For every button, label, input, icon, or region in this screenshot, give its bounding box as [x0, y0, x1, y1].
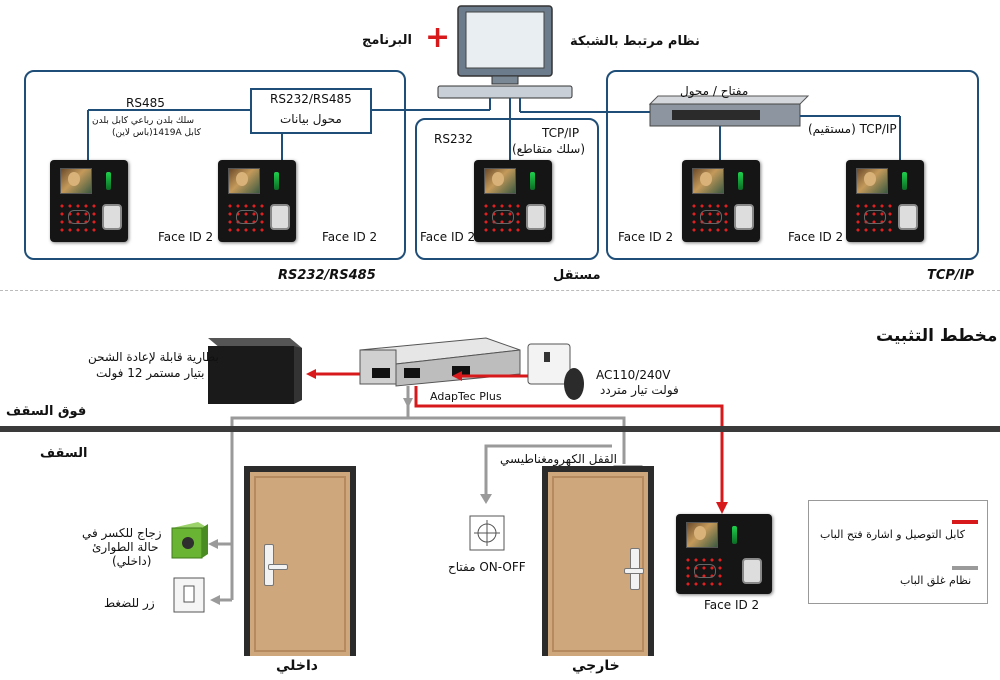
network-switch-icon — [648, 95, 810, 127]
inside-door — [244, 466, 356, 656]
panel-footer-tcpip: TCP/IP — [927, 268, 975, 283]
section-divider — [0, 290, 1000, 292]
device-label: Face ID 2 — [322, 230, 378, 244]
legend-gray-label: نظام غلق الباب — [900, 574, 972, 587]
switch-label: مفتاح / محول — [680, 84, 749, 98]
breakglass-line2: حالة الطوارئ — [92, 540, 159, 554]
panel-footer-rs: RS232/RS485 — [278, 268, 376, 283]
network-wiring — [87, 5, 901, 160]
cable-note-1: سلك بلدن رباعي كابل بلدن — [92, 116, 194, 126]
battery-icon — [208, 338, 302, 404]
power-line1: AC110/240V — [596, 368, 671, 382]
converter-line1: RS232/RS485 — [270, 92, 352, 106]
inside-label: داخلي — [276, 658, 318, 674]
tcpip-label: TCP/IP — [542, 126, 580, 140]
pushbutton-label: زر للضغط — [104, 596, 155, 610]
direct-label: TCP/IP (مستقيم) — [808, 122, 897, 136]
breakglass-line3: (داخلي) — [112, 554, 152, 568]
adaptec-box-icon — [359, 337, 521, 387]
push-button-icon — [173, 577, 205, 613]
network-system-label: نظام مرتبط بالشبكة — [570, 34, 700, 49]
outside-label: خارجي — [572, 658, 620, 674]
power-socket-icon — [527, 343, 584, 400]
ceiling-label: السقف — [40, 446, 88, 461]
install-title: مخطط التثبيت — [876, 326, 998, 346]
maglock-label: القفل الكهرومغناطيسي — [500, 452, 617, 466]
crossover-label: (سلك متقاطع) — [512, 142, 586, 156]
legend-box — [808, 500, 988, 604]
device-label: Face ID 2 — [788, 230, 844, 244]
converter-line2: محول بيانات — [280, 112, 342, 126]
battery-line1: بطارية قابلة لإعادة الشحن — [88, 350, 219, 364]
battery-line2: بتيار مستمر 12 فولت — [96, 366, 205, 380]
adaptec-label: AdapTec Plus — [430, 390, 502, 403]
rs485-label: RS485 — [126, 96, 165, 110]
face-id-device — [676, 514, 772, 594]
installation-wiring — [171, 337, 728, 613]
face-id-device — [682, 160, 760, 242]
face-id-device — [846, 160, 924, 242]
data-converter-box — [250, 88, 372, 134]
power-line2: فولت تيار متردد — [600, 383, 679, 397]
panel-tcpip — [606, 70, 979, 260]
panel-footer-standalone: مستقل — [553, 268, 601, 283]
plus-icon: + — [425, 20, 451, 55]
onoff-label: ON-OFF مفتاح — [448, 560, 526, 574]
above-ceiling-label: فوق السقف — [6, 404, 87, 419]
device-label: Face ID 2 — [618, 230, 674, 244]
legend-gray-swatch — [952, 566, 978, 570]
face-id-device — [474, 160, 552, 242]
device-label: Face ID 2 — [158, 230, 214, 244]
software-label: البرنامج — [362, 33, 412, 48]
legend-red-swatch — [952, 520, 978, 524]
face-id-device — [218, 160, 296, 242]
break-glass-icon — [171, 522, 208, 559]
legend-red-label: كابل التوصيل و اشارة فتح الباب — [820, 528, 965, 541]
panel-standalone — [415, 118, 599, 260]
breakglass-line1: زجاج للكسر في — [82, 526, 162, 540]
device-label: Face ID 2 — [420, 230, 476, 244]
key-switch-icon — [469, 515, 505, 551]
ceiling-line — [0, 426, 1000, 432]
rs232-label: RS232 — [434, 132, 473, 146]
device-label-install: Face ID 2 — [704, 598, 760, 612]
computer-icon — [437, 5, 573, 99]
panel-rs232-rs485 — [24, 70, 406, 260]
outside-door — [542, 466, 654, 656]
cable-note-2: كابل 1419A(باس لاين) — [112, 128, 201, 138]
face-id-device — [50, 160, 128, 242]
